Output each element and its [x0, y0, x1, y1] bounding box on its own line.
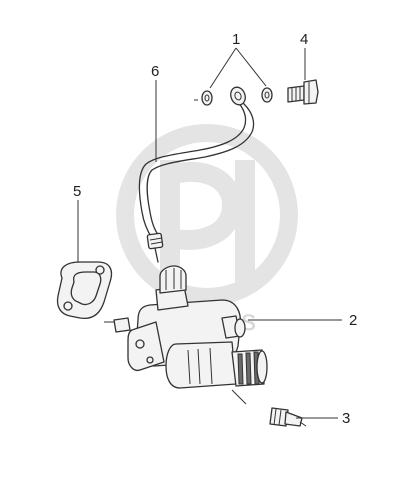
callout-3: 3 — [342, 410, 350, 427]
banjo-bolt — [287, 79, 319, 105]
callout-4: 4 — [300, 31, 308, 48]
master-cylinder — [104, 265, 268, 405]
callout-5: 5 — [73, 183, 81, 200]
callout-6: 6 — [151, 63, 159, 80]
callout-2: 2 — [349, 312, 357, 329]
callout-1: 1 — [232, 31, 240, 48]
gasket — [56, 261, 113, 320]
pipe-assembly — [138, 86, 255, 263]
sealing-washers — [194, 87, 273, 106]
leader-lines — [77, 47, 342, 419]
bleed-screw — [269, 407, 307, 427]
watermark-logo — [116, 124, 298, 306]
